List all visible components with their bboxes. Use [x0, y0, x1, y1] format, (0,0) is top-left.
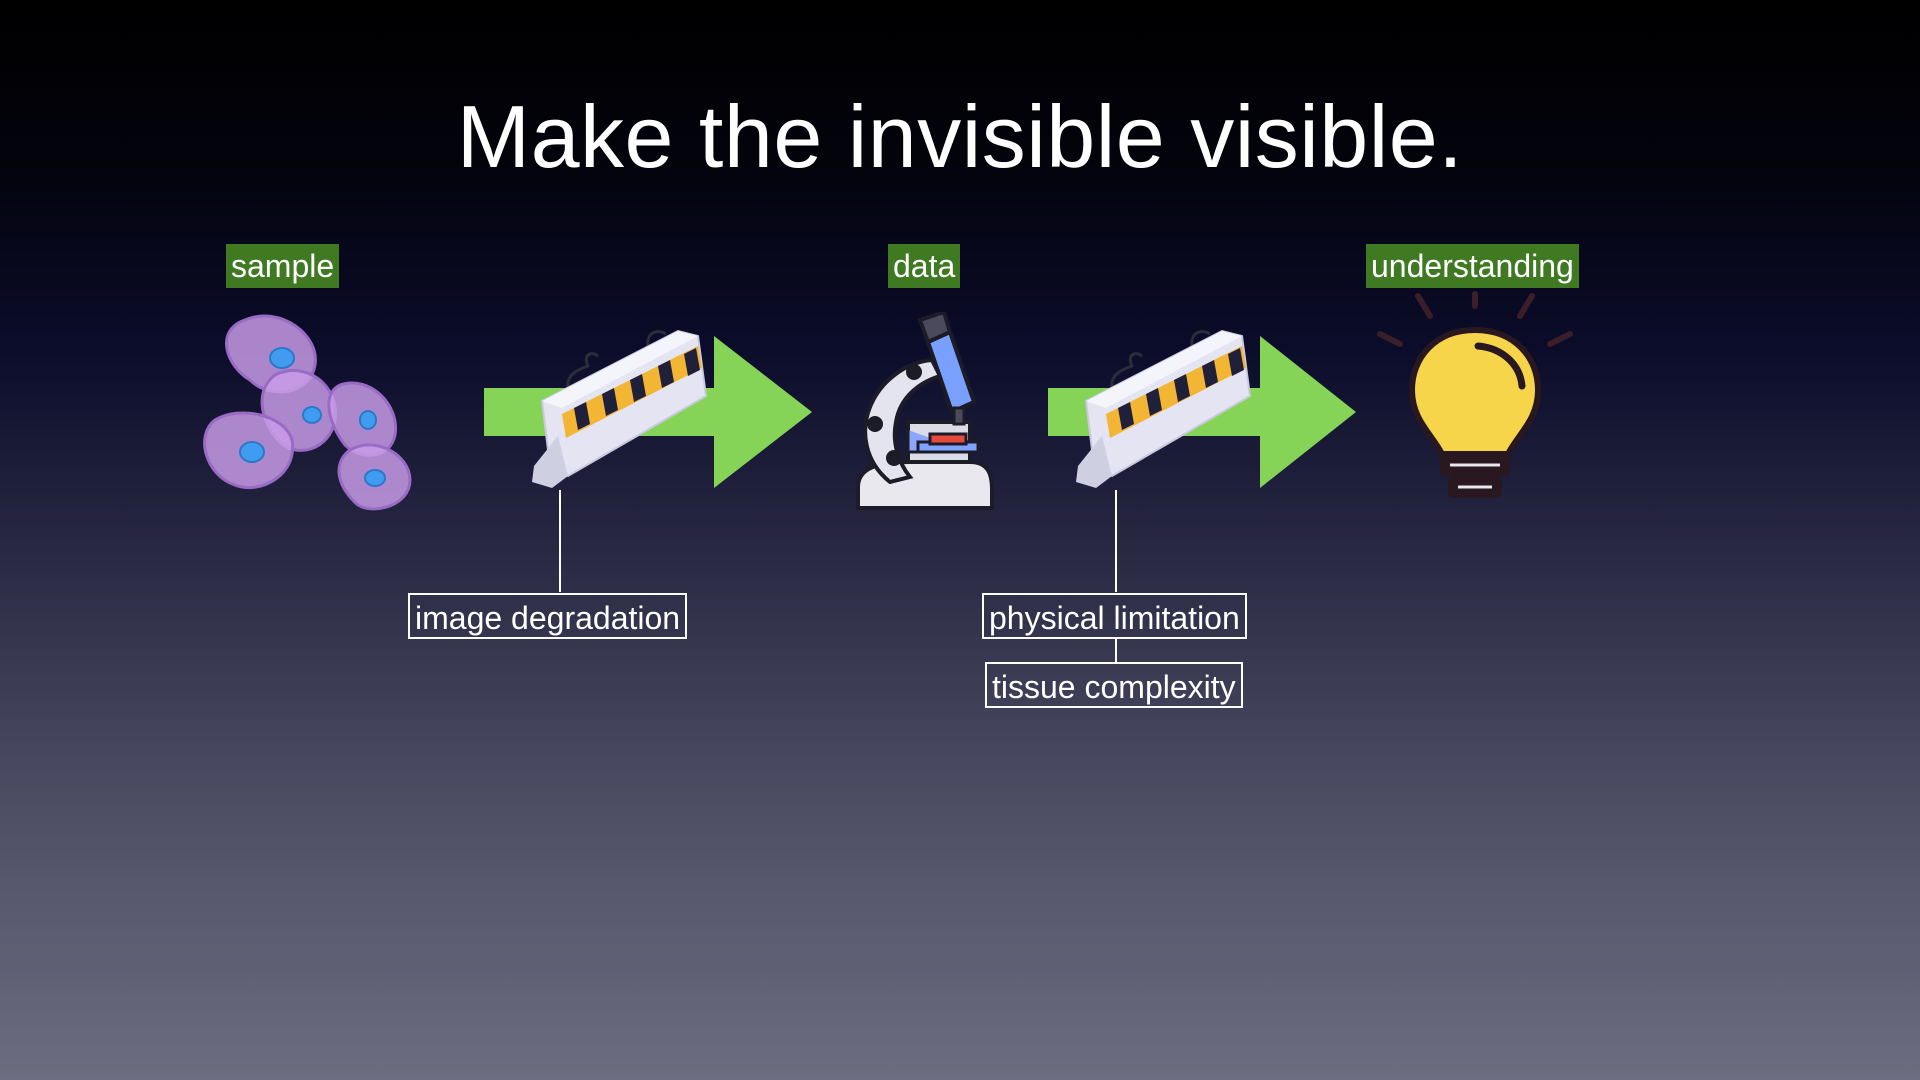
lightbulb-icon — [1377, 291, 1573, 498]
stage-label-sample: sample — [226, 244, 340, 288]
connector-line — [559, 490, 561, 592]
stage-label-data: data — [888, 244, 961, 288]
obstacle-tissue-complexity: tissue complexity — [985, 662, 1243, 708]
connector-line-3 — [1115, 639, 1117, 663]
microscope-icon — [856, 312, 994, 510]
barrier-icon-1 — [532, 329, 708, 488]
slide-title: Make the invisible visible. — [456, 87, 1464, 186]
obstacle-image-degradation: image degradation — [408, 593, 688, 639]
cells-icon — [203, 314, 412, 511]
stage-label-understanding: understanding — [1366, 244, 1579, 288]
obstacle-physical-limitation: physical limitation — [982, 593, 1247, 639]
connector-line-2 — [1115, 490, 1117, 592]
barrier-icon-2 — [1076, 329, 1252, 488]
